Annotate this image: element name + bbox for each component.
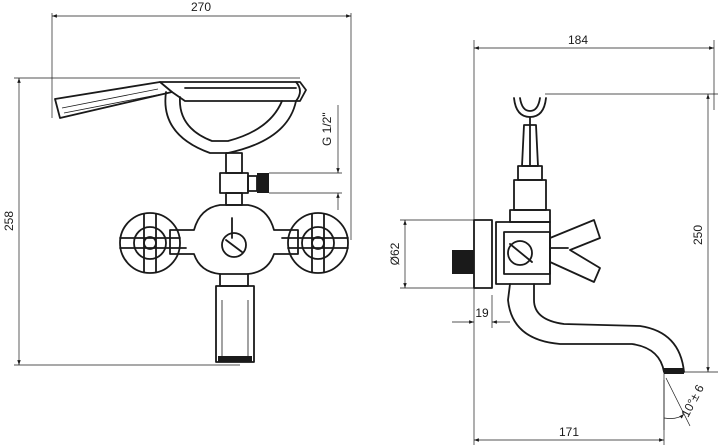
mixer-body: [169, 204, 299, 275]
side-spout: [507, 283, 685, 373]
dim-171: 171: [559, 425, 579, 439]
wall-connector: [452, 250, 474, 274]
side-body: [495, 221, 551, 285]
dim-184: 184: [568, 33, 588, 47]
dim-angle: 10°± 6: [678, 382, 707, 420]
dim-270: 270: [191, 0, 211, 14]
hose: [164, 91, 297, 154]
dim-258: 258: [2, 211, 16, 231]
side-handle: [549, 219, 601, 283]
left-cross-handle: [119, 212, 187, 274]
wall-plate: [473, 219, 493, 289]
right-cross-handle: [281, 212, 349, 274]
shower-holder: [513, 97, 547, 118]
dim-diameter: Ø62: [388, 242, 402, 265]
front-spout: [215, 273, 255, 363]
dim-19: 19: [475, 306, 489, 320]
dim-thread: G 1/2": [320, 112, 334, 146]
dim-250: 250: [691, 225, 705, 245]
thread-outlet: [257, 173, 269, 193]
hand-shower: [54, 81, 307, 119]
side-view: 184 250 Ø62 19 171 10°± 6: [388, 33, 718, 445]
front-view: 270 258 G 1/2": [2, 0, 352, 366]
